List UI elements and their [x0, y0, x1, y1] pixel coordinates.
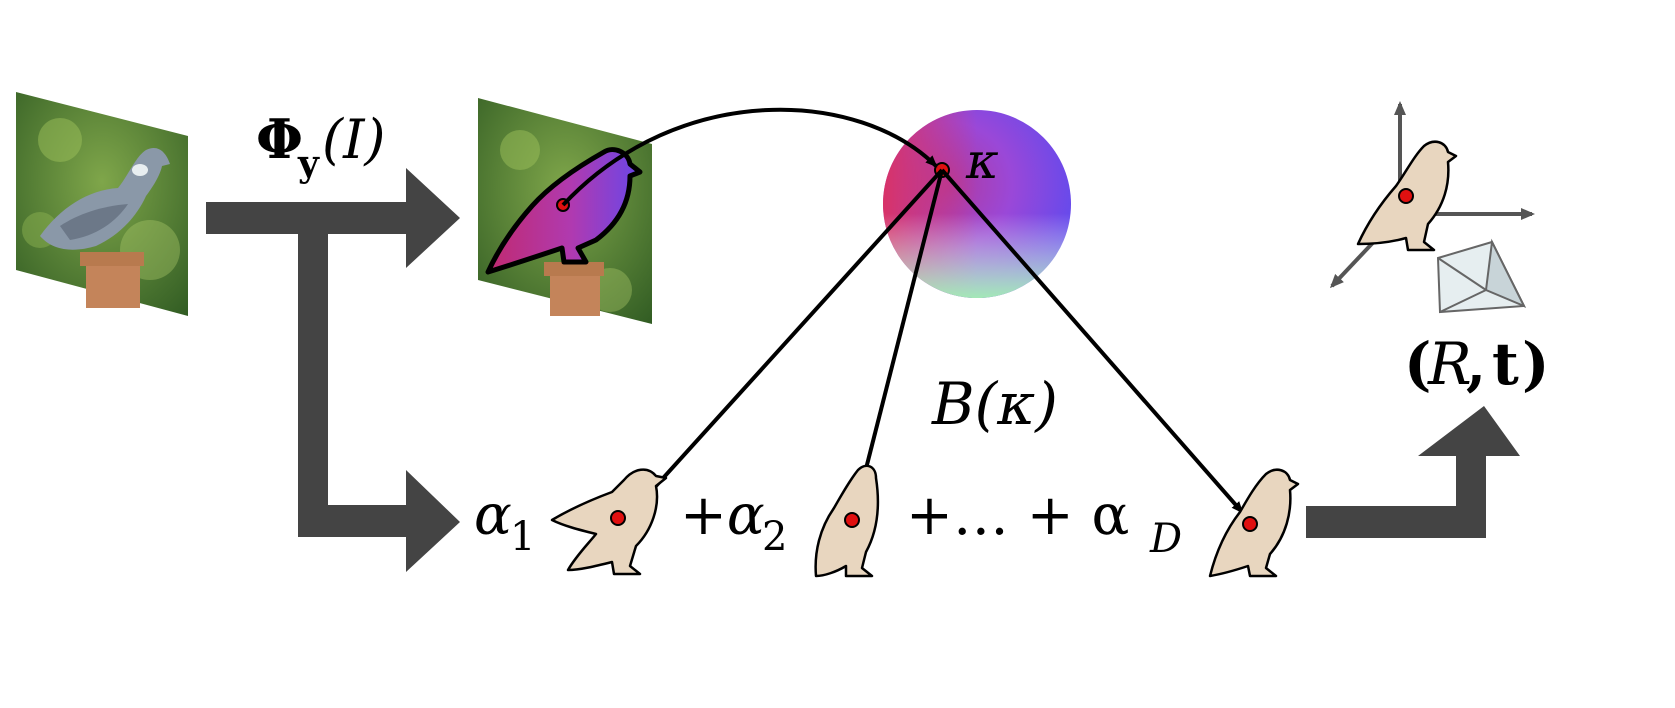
alpha-1-subscript: 1: [510, 514, 535, 560]
pose-open-paren: (: [1404, 330, 1431, 398]
arrow-to-basis-1: [634, 168, 944, 510]
basis-label: B(κ): [931, 370, 1058, 438]
embedding-photo: [478, 98, 652, 324]
pose-close-paren: ): [1522, 330, 1549, 398]
phi-argument: (I): [322, 108, 385, 171]
kappa-label: κ: [965, 132, 999, 190]
alpha-1-symbol: α: [474, 483, 512, 548]
basis-shape-2-icon: [814, 464, 880, 578]
plus-dots-alpha-d-symbol: +… + α: [906, 483, 1129, 548]
pigeon-photo-icon: [40, 147, 170, 308]
pose-comma: ,: [1466, 330, 1486, 398]
alpha-d-subscript: D: [1149, 516, 1182, 562]
basis-shape-d-icon: [1208, 468, 1300, 578]
basis-shape-1-icon: [550, 468, 668, 576]
arrow-to-basis-d: [940, 168, 1244, 514]
phi-label: Φ: [256, 107, 303, 171]
input-photo: [16, 92, 188, 316]
pose-illustration: [1329, 101, 1535, 314]
camera-frustum-icon: [1436, 238, 1527, 314]
alpha-2-subscript: 2: [762, 514, 787, 560]
arrow-to-basis-2: [853, 169, 944, 510]
arrow-to-embedding: [206, 168, 460, 268]
pose-rotation: R: [1427, 330, 1472, 398]
pose-bird-icon: [1356, 140, 1458, 252]
thick-flow-arrows: [206, 168, 1520, 572]
arrow-to-pose: [1306, 406, 1520, 538]
curved-arrow-to-sphere: [561, 107, 938, 207]
plus-alpha-2-symbol: +α: [680, 483, 765, 548]
pose-translation: t: [1492, 330, 1519, 398]
arrow-down-branch: [298, 202, 460, 572]
phi-subscript: y: [297, 143, 320, 185]
